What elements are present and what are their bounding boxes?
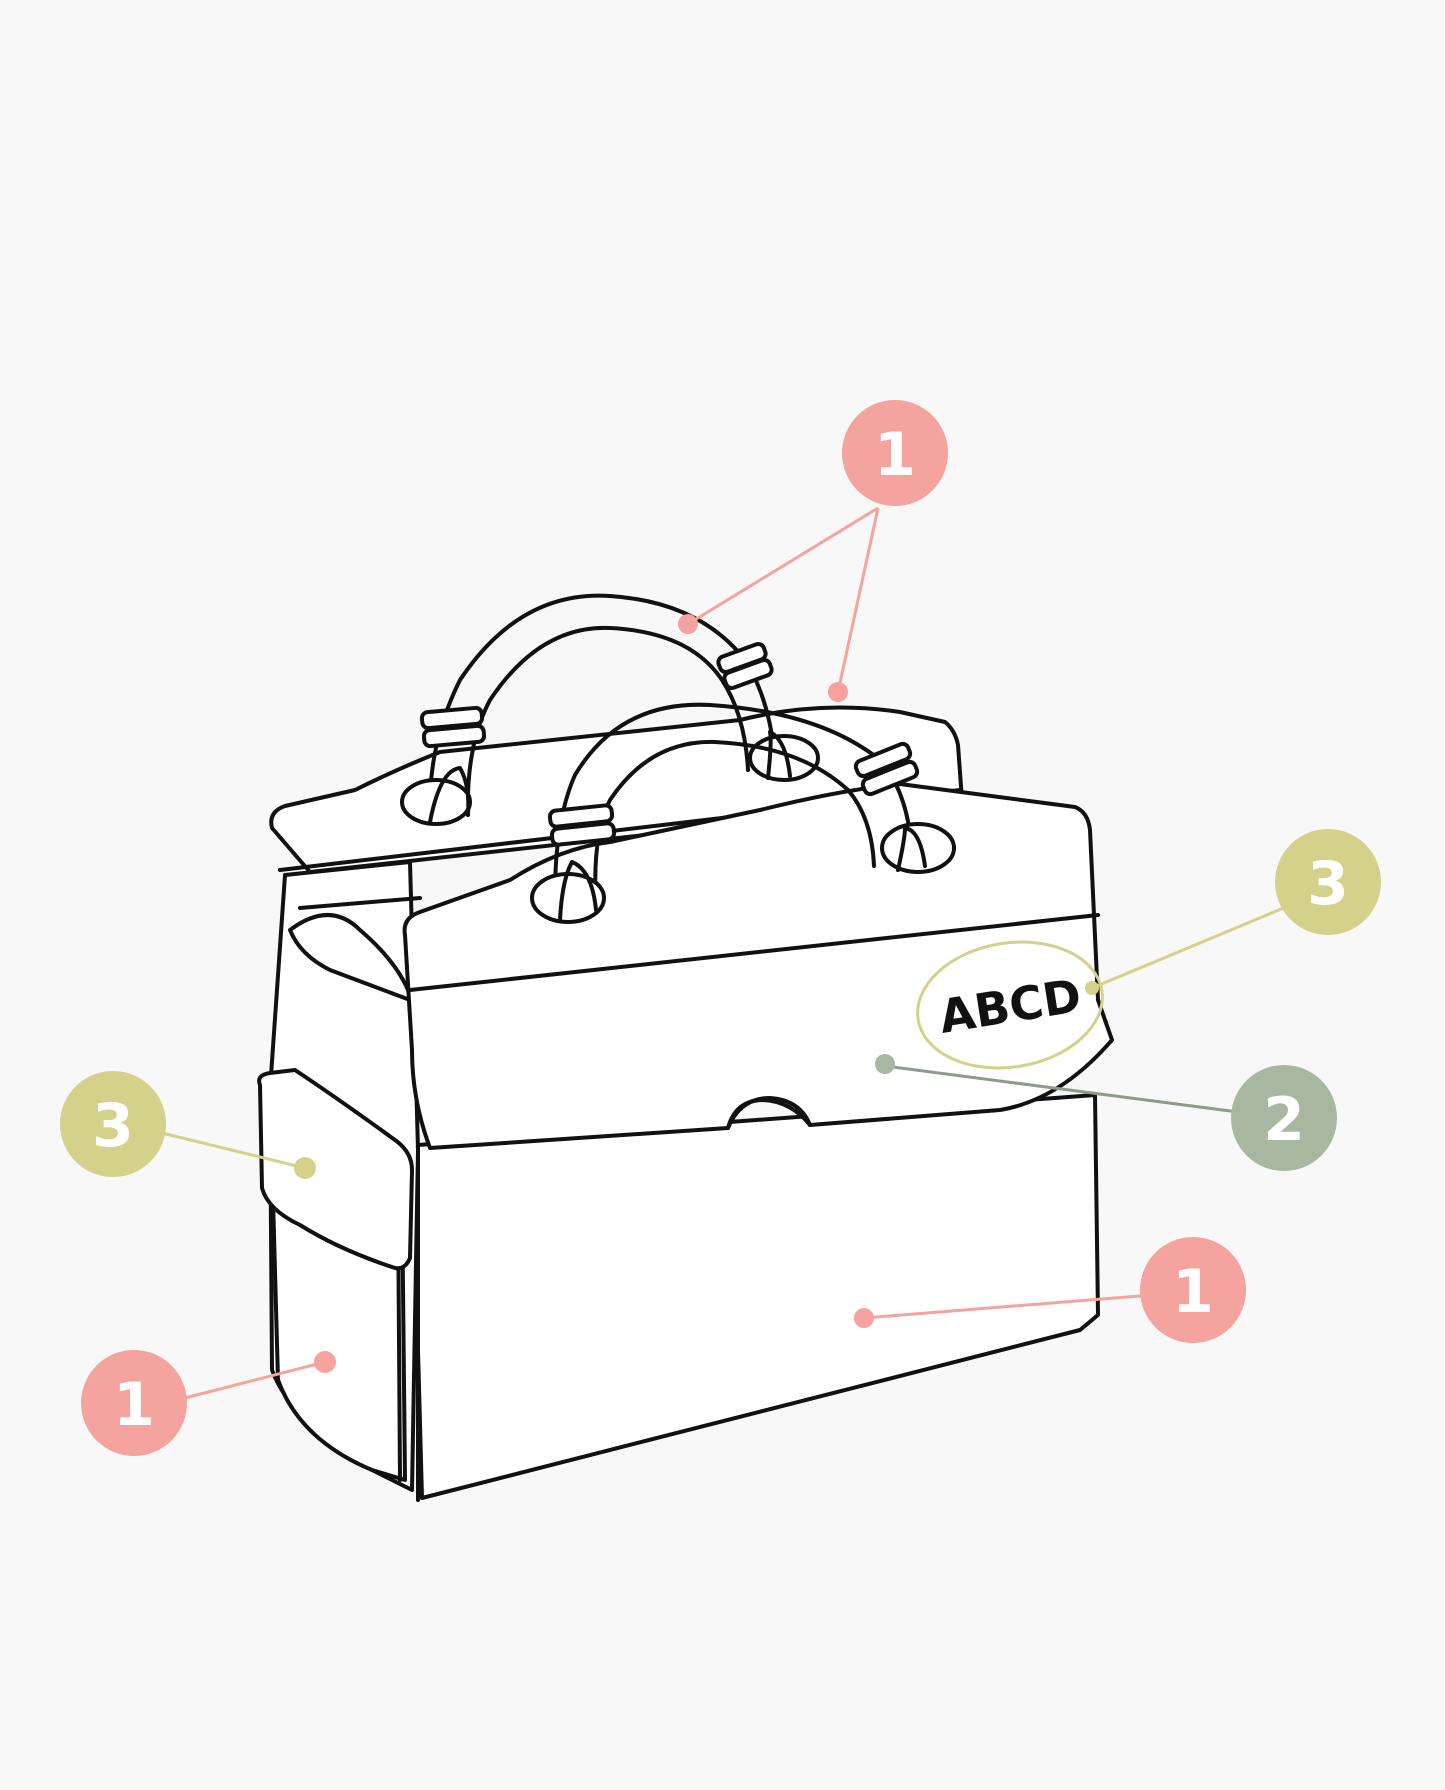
callout-monogram: 3 [1275, 829, 1381, 935]
callout-flap-label: 2 [1263, 1085, 1305, 1155]
dot-side-pocket [294, 1157, 316, 1179]
leader-side-pocket [161, 1131, 306, 1170]
callout-side-pocket-label: 3 [92, 1091, 134, 1161]
dot-handles-front [828, 682, 848, 702]
dot-flap [875, 1054, 895, 1074]
side-pocket-flap [257, 1068, 414, 1271]
leader-front [863, 1290, 1191, 1320]
callout-front-label: 1 [1172, 1257, 1214, 1327]
back-grommet-right [748, 734, 820, 782]
front-handle-rings [547, 741, 920, 847]
callout-badges: 1 3 2 1 3 1 [60, 400, 1381, 1456]
callout-lines [161, 506, 1287, 1400]
leader-handles-back [687, 506, 879, 626]
callout-side-label: 1 [113, 1370, 155, 1440]
callout-side: 1 [81, 1350, 187, 1456]
callout-monogram-label: 3 [1307, 849, 1349, 919]
bag-illustration: ABCD [257, 593, 1114, 1502]
dot-front [854, 1308, 874, 1328]
dot-handles-back [678, 614, 698, 634]
callout-front: 1 [1140, 1237, 1246, 1343]
back-handle-rings [419, 641, 774, 749]
front-grommet-right [880, 822, 956, 874]
leader-flap [884, 1064, 1285, 1120]
dot-side [314, 1351, 336, 1373]
callout-handles: 1 [842, 400, 948, 506]
callout-side-pocket: 3 [60, 1071, 166, 1177]
callout-handles-label: 1 [874, 420, 916, 490]
callout-flap: 2 [1231, 1065, 1337, 1171]
front-pocket [416, 1093, 1100, 1500]
leader-side [184, 1360, 326, 1400]
leader-handles-front [836, 507, 880, 693]
dot-monogram [1085, 981, 1099, 995]
monogram-highlight [916, 940, 1104, 1070]
leader-monogram [1091, 905, 1287, 990]
